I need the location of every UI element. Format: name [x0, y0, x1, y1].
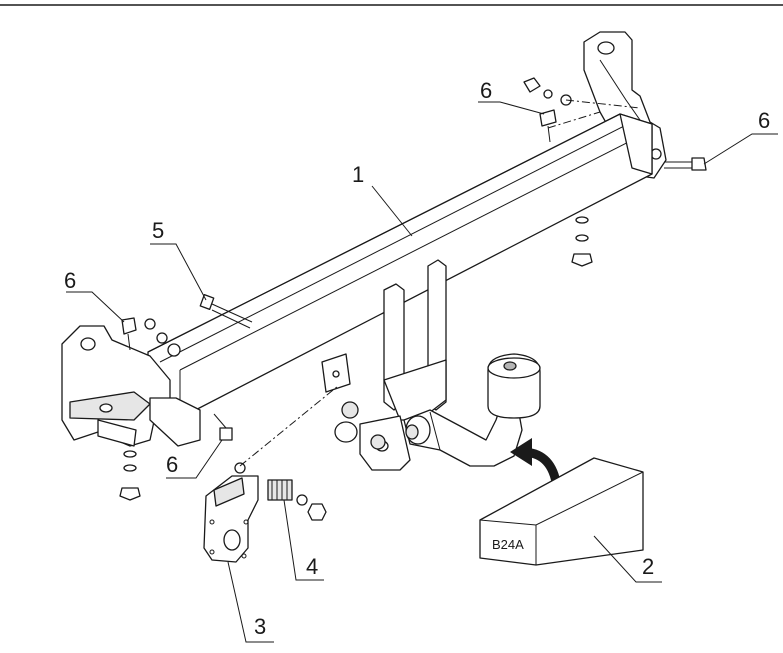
leader-2: [593, 535, 662, 583]
spring-washer-set: [234, 462, 327, 521]
leader-6-right: [703, 133, 778, 165]
callout-2: 2: [642, 554, 654, 579]
neck-bolt-group: [334, 401, 386, 450]
leader-6-top: [478, 101, 545, 115]
callout-6-top: 6: [480, 78, 492, 103]
bolt-5: [199, 294, 253, 329]
callout-4: 4: [306, 554, 318, 579]
box-label: B24A: [492, 537, 524, 552]
socket-bracket-hole: [332, 370, 340, 378]
bolt-6-left: [121, 317, 137, 351]
socket-mounting-plate: [203, 475, 259, 563]
callout-5: 5: [152, 218, 164, 243]
left-mounting-bracket: [61, 325, 201, 447]
main-crossbeam: [147, 113, 653, 419]
leader-6-left: [66, 291, 125, 323]
washer-nut-top-right: [523, 77, 572, 106]
bolt-6-bottom: [213, 413, 233, 441]
callout-6-left: 6: [64, 268, 76, 293]
callout-6-right: 6: [758, 108, 770, 133]
leader-4: [283, 499, 324, 581]
leader-6-bottom: [166, 439, 223, 479]
nut-stack-left: [119, 450, 141, 501]
nut-stack-right: [571, 216, 593, 267]
leader-5: [150, 243, 207, 301]
alignment-line-1: [239, 385, 339, 467]
alignment-line-2: [565, 99, 641, 109]
component-box: B24A: [479, 457, 644, 566]
bolt-6-right: [664, 157, 707, 171]
callout-3: 3: [254, 614, 266, 639]
installation-arrow: [510, 438, 561, 484]
callout-1: 1: [352, 162, 364, 187]
alignment-line-3: [547, 111, 601, 129]
callout-6-bottom: 6: [166, 452, 178, 477]
leader-3: [227, 561, 274, 643]
leader-1: [371, 185, 413, 237]
detachable-ball-neck: [403, 353, 541, 467]
washer-nut-left: [144, 318, 181, 357]
